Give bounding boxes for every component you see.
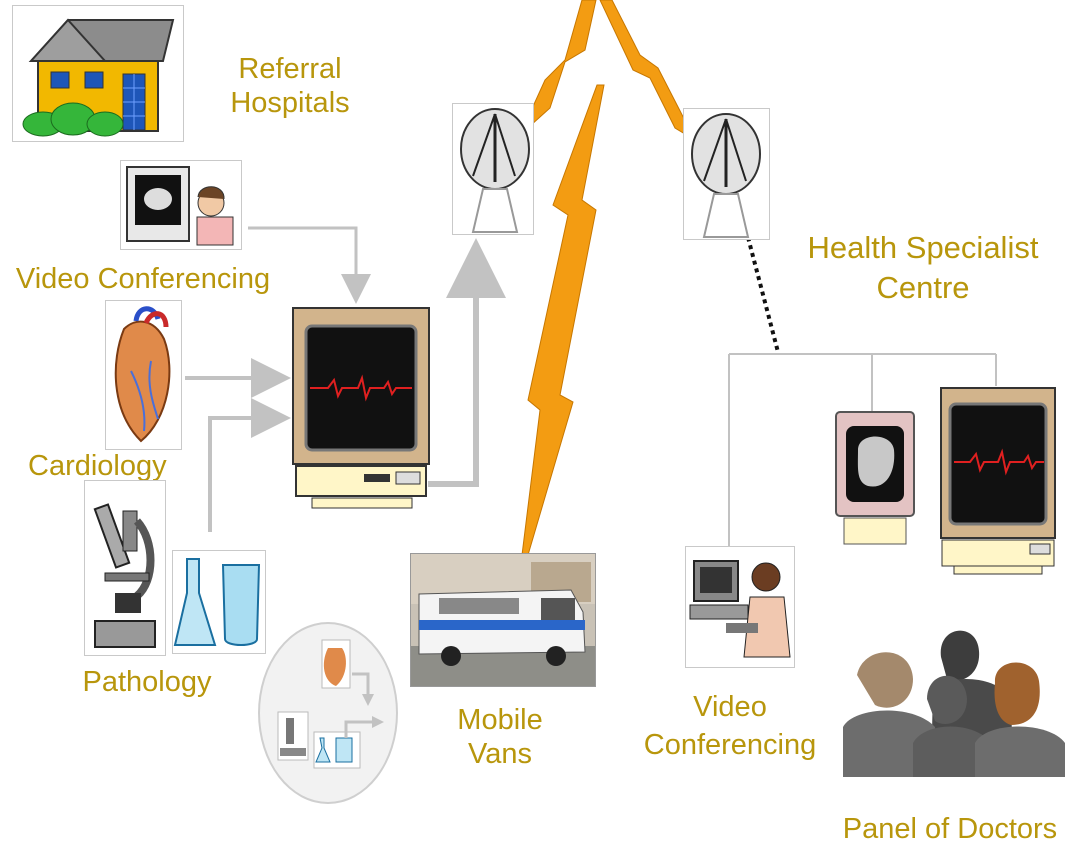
pathology-label: Pathology [82, 666, 212, 698]
distribution-tree [728, 353, 997, 548]
monitor-ecg-icon [292, 307, 430, 509]
brain-monitor-icon [126, 166, 234, 246]
cardiology-frame [105, 300, 182, 450]
flask-beaker-frame [172, 550, 266, 654]
flask-icon [173, 558, 261, 646]
mobile-vans-label: Mobile Vans [457, 704, 543, 770]
panel-of-doctors-label: Panel of Doctors [842, 813, 1058, 845]
doctor-video-icon [689, 560, 791, 658]
dish-left-frame [452, 103, 534, 235]
monitor-ecg-icon [940, 387, 1056, 575]
summary-circle [258, 622, 398, 804]
arrow-monitor-to-dish [428, 238, 506, 487]
referral-hospitals-label: Referral Hospitals [230, 53, 350, 119]
cardiology-label: Cardiology [28, 450, 167, 482]
video-conferencing-right-label: Video Conferencing [643, 691, 817, 761]
video-conferencing-left-label: Video Conferencing [15, 263, 271, 295]
lightning-left-icon [519, 0, 597, 136]
brain-scan-monitor-icon [835, 411, 915, 545]
arrow-videoconf-to-monitor [248, 226, 371, 304]
microscope-frame [84, 480, 166, 656]
satellite-dish-icon [691, 113, 761, 238]
people-silhouette-icon [843, 630, 1065, 777]
microscope-icon [93, 503, 156, 648]
summary-mini-icons [277, 639, 384, 769]
lightning-center-icon [521, 84, 605, 556]
van-photo [410, 553, 596, 687]
arrow-pathology-to-monitor [208, 398, 291, 532]
house-icon [22, 18, 175, 137]
video-conf-left-frame [120, 160, 242, 250]
heart-icon [114, 306, 171, 443]
dish-right-frame [683, 108, 770, 240]
health-specialist-centre-label: Health Specialist Centre [807, 230, 1039, 305]
satellite-dish-icon [460, 108, 530, 233]
lightning-right-icon [599, 0, 697, 142]
dotted-link [742, 221, 780, 353]
video-conf-right-frame [685, 546, 795, 668]
house-frame [12, 5, 184, 142]
beaker-icon [221, 564, 261, 646]
